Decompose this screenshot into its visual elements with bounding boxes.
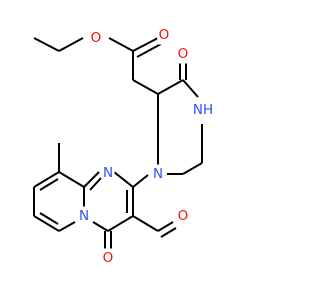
bond-c2-c3	[157, 79, 184, 95]
bond-cho-o-double-1	[157, 221, 174, 232]
bond-lines	[33, 37, 203, 250]
bond-c2-n3	[113, 171, 134, 188]
bond-c4-n-bridge	[92, 221, 109, 232]
bond-c9a-c9	[58, 171, 85, 188]
atom-label-background	[176, 44, 190, 64]
bond-c7-c6-double-1	[33, 215, 60, 232]
bond-c9a-n3-double-1	[83, 171, 100, 188]
atom-label-background	[89, 28, 103, 48]
atom-label-background	[176, 206, 190, 226]
bond-ester-c-o-double-2	[136, 43, 162, 58]
bond-c9a-n3-double-2	[89, 177, 102, 191]
atom-aldehyde-o: O	[178, 208, 189, 224]
bond-c5-c6	[182, 162, 203, 175]
bond-c3-nh	[182, 79, 199, 98]
bond-c7-c6-double-2	[39, 212, 59, 225]
bond-ch2-ring	[132, 79, 159, 95]
atom-pyrimidine-n: N	[103, 165, 113, 181]
atom-ester-o-double: O	[159, 27, 170, 43]
atom-label-background	[77, 206, 91, 226]
atom-pyrimidinone-o: O	[103, 250, 114, 266]
atom-labels: O O O NH N N N O O	[79, 27, 213, 266]
atom-label-background	[151, 164, 165, 184]
bond-n1-pyrimidine	[132, 174, 149, 188]
atom-lactam-nh: NH	[193, 102, 213, 118]
atom-label-background	[157, 25, 171, 45]
bond-c6-n-bridge	[58, 221, 76, 232]
bond-ethyl-terminal	[33, 37, 60, 52]
bond-c9-c8-double-1	[33, 171, 60, 188]
bond-cho-o-double-2	[160, 227, 177, 238]
atom-label-background	[101, 163, 115, 183]
bond-ester-c-o-double-1	[132, 37, 159, 52]
bond-c9-c8-double-2	[39, 178, 59, 191]
molecule-structure-diagram: O O O NH N N N O O	[33, 25, 215, 268]
atom-ester-o-single: O	[91, 30, 102, 46]
atom-bridgehead-n: N	[79, 208, 89, 224]
bond-c3-cho	[132, 215, 159, 232]
atom-label-background	[191, 100, 215, 120]
atom-lactam-o: O	[178, 46, 189, 62]
atom-label-background	[101, 248, 115, 268]
bond-o-carbonyl	[108, 37, 134, 52]
bond-c3-c4	[107, 215, 134, 232]
bond-ethyl-ch2-o	[58, 37, 84, 52]
atom-piperazine-n: N	[153, 166, 163, 182]
atom-label-backgrounds	[77, 25, 215, 268]
